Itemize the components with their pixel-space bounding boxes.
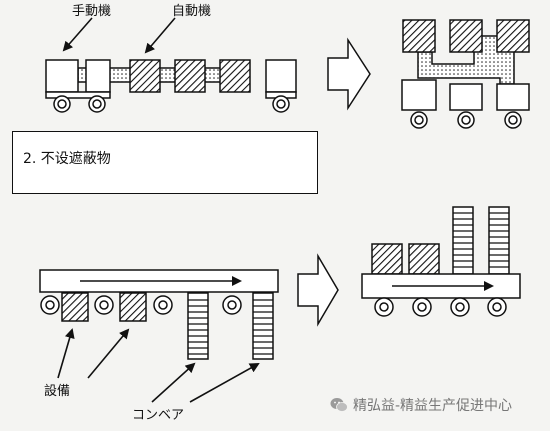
conveyor-stack-stripes (188, 299, 273, 355)
equipment (371, 243, 403, 275)
wechat-icon (330, 398, 348, 412)
equipment (408, 243, 440, 275)
equipment (61, 292, 89, 322)
equipment-label: 設備 (44, 384, 71, 399)
floor-support (45, 91, 111, 99)
equipment (119, 292, 147, 322)
conveyor-stack (187, 292, 209, 360)
bottom-left-line (39, 269, 279, 360)
top-left-line (45, 59, 297, 113)
manual-machine (85, 59, 111, 93)
watermark-text: 精弘益-精益生产促进中心 (353, 398, 513, 414)
conveyor-stack (252, 292, 274, 360)
conveyor-stack (488, 206, 510, 275)
bottom-right-line (361, 206, 521, 317)
auto-machine (129, 59, 161, 93)
conveyor-label: コンベア (132, 408, 185, 423)
transition-arrow (327, 37, 371, 111)
auto-machine (449, 19, 483, 53)
manual-machine (265, 59, 297, 93)
transition-arrow (297, 253, 339, 327)
auto-machine (496, 19, 530, 53)
caption-text: 2. 不设遮蔽物 (23, 151, 111, 167)
label-pointer-arrows (62, 17, 176, 54)
caption-box: 2. 不设遮蔽物 (12, 131, 318, 194)
bottom-label-arrows (57, 328, 260, 403)
manual-machine (449, 83, 483, 111)
auto-machine (402, 19, 436, 53)
auto-machine (219, 59, 251, 93)
auto-machine-label: 自動機 (172, 4, 212, 19)
auto-machine (174, 59, 206, 93)
manual-machine (496, 83, 530, 111)
manual-machine-label: 手動機 (72, 4, 112, 19)
conveyor-stack-stripes (453, 212, 509, 268)
manual-machine (45, 59, 79, 93)
top-right-cell (401, 19, 530, 129)
manual-machine (401, 79, 437, 111)
conveyor-stack (452, 206, 474, 275)
watermark: 精弘益-精益生产促进中心 (330, 395, 512, 415)
